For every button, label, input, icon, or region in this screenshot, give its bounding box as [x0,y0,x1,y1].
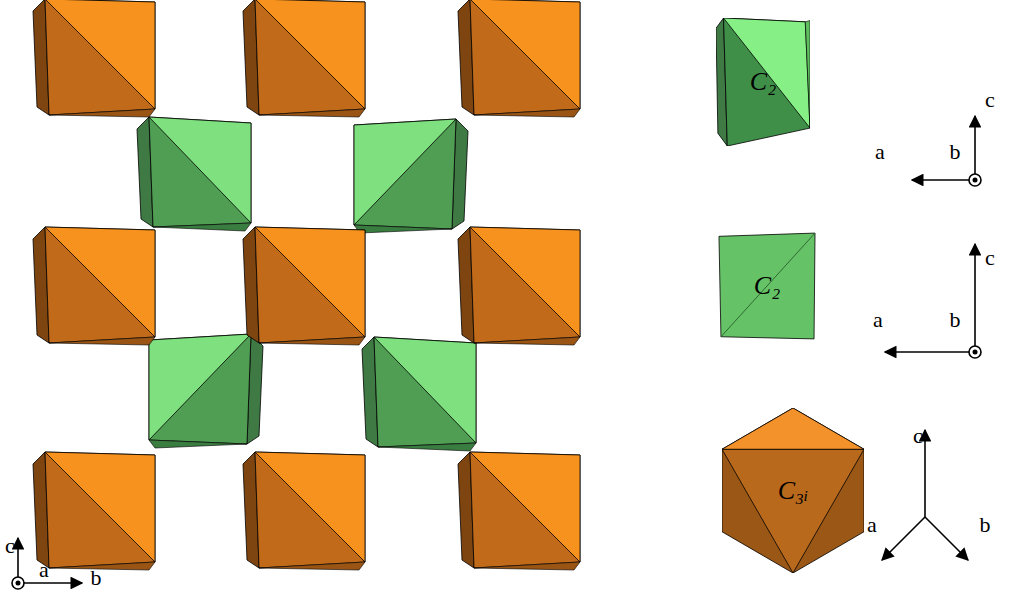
axis-label: b [980,512,991,538]
symmetry-label: C₃ᵢ [722,408,864,573]
polyhedron-node: C₂ [716,18,810,146]
axis-label: b [91,565,102,591]
axis-label: a [875,139,885,165]
axis-label: c [913,423,923,449]
axis-label: c [5,533,15,559]
axis-label: c [985,245,995,271]
axis-label: a [867,512,877,538]
axis-label: a [39,557,49,583]
symmetry-label: C₂ [716,18,810,146]
symmetry-label: C₂ [718,232,816,340]
axis-label: b [950,139,961,165]
axis-label: b [950,307,961,333]
polyhedron-node: C₂ [718,232,816,340]
polyhedron-node: C₃ᵢ [722,408,864,573]
axis-label: c [985,87,995,113]
axis-label: a [873,307,883,333]
